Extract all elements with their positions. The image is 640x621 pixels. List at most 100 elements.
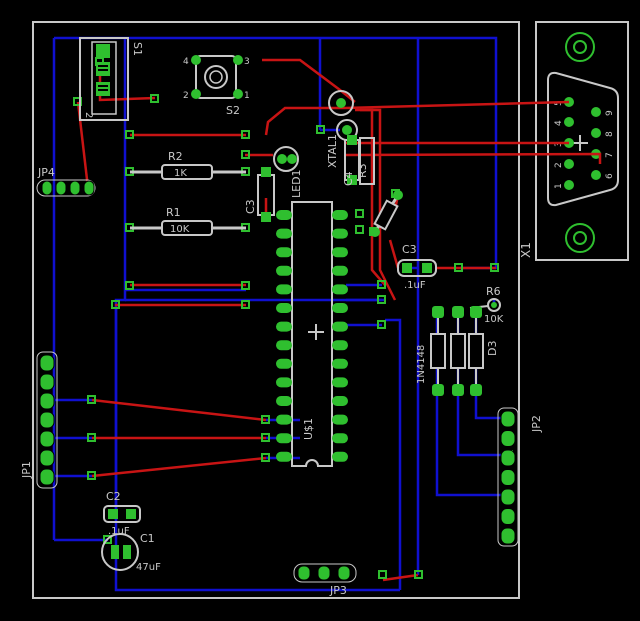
ic-pin-left: [276, 396, 292, 406]
jp1-pin: [39, 449, 55, 467]
ic-pin-left: [276, 340, 292, 351]
db9-pin-8: 8: [605, 131, 615, 137]
ic-pin-right: [332, 414, 348, 425]
label-led1: LED1: [290, 169, 303, 198]
jp1-pin: [39, 392, 55, 410]
label-r1-value: 10K: [170, 224, 190, 235]
ic-pin-right: [332, 247, 348, 258]
ic-pins: [276, 210, 348, 462]
ic-pin-right: [332, 284, 348, 295]
db9-pin-9: 9: [605, 110, 615, 116]
jp2-pin: [500, 449, 516, 467]
top-traces: [76, 58, 602, 582]
label-s2-pin4: 4: [183, 57, 189, 67]
label-jp4: JP4: [37, 166, 55, 179]
ic-pin-left: [276, 303, 292, 313]
db9-d-shape: [547, 71, 619, 207]
ic-pin-left: [276, 433, 292, 444]
header-jp1: JP1: [20, 351, 58, 489]
ic-pin-right: [332, 451, 348, 462]
bottom-traces: [42, 36, 508, 592]
connector-x1: 5 4 3 2 1 9 8 7 6 X1: [519, 21, 629, 261]
ic-pin-left: [276, 358, 292, 369]
label-s2: S2: [226, 104, 240, 117]
ic-pin-right: [332, 210, 348, 220]
ic-pin-left: [276, 247, 292, 258]
label-jp3: JP3: [329, 584, 347, 597]
label-c3: C3: [402, 243, 417, 256]
label-s2-pin2: 2: [183, 91, 189, 101]
label-r2-value: 1K: [174, 168, 187, 179]
jp2-pin: [500, 508, 516, 525]
db9-mount-hole-top: [565, 32, 595, 62]
ic-pin-right: [332, 377, 348, 388]
ic-pin-left: [276, 414, 292, 425]
label-c2-value: .1uF: [108, 526, 130, 537]
ic-pin-left: [276, 451, 292, 462]
label-s2-pin1: 1: [244, 91, 250, 101]
label-c2: C2: [106, 490, 121, 503]
ic-pin-left: [276, 265, 292, 276]
capacitor-c4: C4 R3: [342, 135, 375, 186]
resistor-r1: R1 10K: [130, 206, 246, 236]
ic-u1: U$1: [276, 201, 348, 467]
label-r6-value: 10K: [484, 314, 504, 325]
capacitor-c3: C3 .1uF: [397, 243, 437, 291]
label-c1: C1: [140, 532, 155, 545]
label-r1: R1: [166, 206, 181, 219]
db9-pin-1: 1: [554, 183, 564, 189]
jp1-pin: [39, 373, 55, 391]
capacitor-c2: C2 .1uF: [103, 490, 141, 537]
label-1n4148: 1N4148: [416, 345, 427, 384]
label-x1: X1: [519, 242, 533, 258]
ic-pin-right: [332, 340, 348, 351]
ic-pin-right: [332, 303, 348, 313]
label-jp2: JP2: [530, 415, 543, 433]
db9-shell: [535, 21, 629, 261]
ic-pin-right: [332, 228, 348, 239]
resistor-r2: R2 1K: [130, 150, 246, 180]
capacitor-c3-left: C3: [244, 167, 275, 222]
jp2-pin: [500, 410, 516, 428]
label-xtal: XTAL1: [326, 134, 339, 168]
db9-mount-hole-bottom: [565, 223, 595, 253]
ic-pin-right: [332, 321, 348, 332]
led-1: LED1: [273, 146, 303, 198]
label-u1: U$1: [302, 418, 315, 440]
ic-pin-right: [332, 396, 348, 406]
db9-pin-4: 4: [554, 120, 564, 126]
label-s2-pin3: 3: [244, 57, 250, 67]
label-c3-left: C3: [244, 199, 257, 214]
label-jp1: JP1: [20, 461, 33, 479]
diodes: 1N4148 D3: [416, 306, 499, 396]
label-c3-value: .1uF: [404, 280, 426, 291]
label-s1: S1: [131, 42, 144, 56]
ic-pin-left: [276, 321, 292, 332]
jp1-pin: [39, 354, 55, 372]
jp2-pin: [500, 469, 516, 486]
capacitor-c1: C1 47uF: [101, 532, 161, 573]
jp1-pin: [39, 411, 55, 429]
ic-pin-right: [332, 433, 348, 444]
resistor-r5: [370, 190, 403, 237]
label-s1-pin: 2: [83, 112, 94, 118]
label-r2: R2: [168, 150, 183, 163]
label-d3: D3: [486, 341, 499, 356]
db9-pin-7: 7: [605, 152, 615, 158]
db9-pin-2: 2: [554, 162, 564, 168]
header-jp4: JP4: [36, 166, 96, 197]
switch-s2: 4 3 2 1 S2: [183, 55, 250, 117]
jp2-pin: [500, 430, 516, 447]
label-c4: C4: [342, 171, 355, 186]
jp2-pin: [500, 488, 516, 506]
label-r6: R6: [486, 285, 501, 298]
board-outline: [32, 21, 520, 599]
switch-s1: S1 2: [79, 37, 144, 121]
ic-pin-right: [332, 265, 348, 276]
ic-pin-left: [276, 228, 292, 239]
ic-pin-left: [276, 210, 292, 220]
header-jp2: JP2: [497, 407, 543, 547]
ic-pin-left: [276, 377, 292, 388]
header-jp3: JP3: [293, 563, 357, 597]
